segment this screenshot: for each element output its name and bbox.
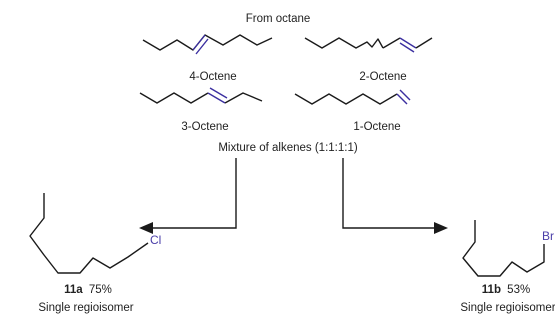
double-bond: [192, 34, 206, 51]
structure-1-octene: [294, 89, 411, 105]
label-1-octene: 1-Octene: [353, 121, 400, 133]
compound-id-11a: 11a: [64, 284, 83, 296]
product-right-yield: 11b 53%: [482, 284, 530, 296]
arrow-to-chloride: [150, 158, 237, 229]
yield-75: 75%: [89, 284, 112, 296]
structure-2-octene: [304, 37, 433, 53]
product-left-selectivity: Single regioisomer: [38, 302, 133, 314]
double-bond-2nd: [195, 38, 209, 55]
structure-3-octene: [139, 87, 263, 104]
arrowhead-left: [139, 222, 153, 234]
arrow-to-bromide: [342, 158, 437, 229]
bromine-atom-label: Br: [542, 229, 554, 243]
chlorine-atom-label: Cl: [150, 233, 161, 247]
structure-1-chlorooctane: [29, 193, 149, 274]
structure-1-bromooctane: [462, 220, 545, 277]
product-right-selectivity: Single regioisomer: [460, 302, 555, 314]
label-4-octene: 4-Octene: [189, 71, 236, 83]
product-left-yield: 11a 75%: [64, 284, 112, 296]
yield-53: 53%: [507, 284, 530, 296]
arrowhead-right: [434, 222, 448, 234]
scheme-title: From octane: [246, 13, 311, 25]
label-3-octene: 3-Octene: [181, 121, 228, 133]
label-2-octene: 2-Octene: [359, 71, 406, 83]
compound-id-11b: 11b: [482, 284, 501, 296]
structure-4-octene: [142, 34, 273, 55]
mixture-label: Mixture of alkenes (1:1:1:1): [218, 142, 358, 154]
